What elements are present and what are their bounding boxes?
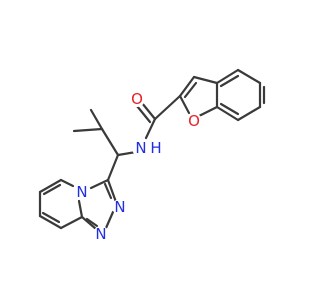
bond [80,215,98,231]
bond [38,214,63,230]
bond [89,178,110,190]
triazole-nitrogen-a-label: N [95,225,106,243]
bond [219,74,240,88]
bond [77,199,84,219]
bond [104,210,115,230]
bond [85,217,99,228]
triazole-nitrogen-a-atom: N [93,225,109,243]
pyridine-nitrogen-label: N [76,183,87,201]
bond [192,75,219,85]
bond [103,182,113,200]
furan-oxygen-atom: O [186,112,202,130]
amide-nitrogen-atom: N H [132,139,162,157]
bond [42,183,62,196]
carbonyl-oxygen-label: O [131,90,143,108]
bond [41,211,61,224]
bond [106,178,118,204]
bond [236,68,262,85]
bond [178,94,191,115]
amide-nitrogen-label: N [135,139,146,157]
bond [197,105,219,118]
bond [215,68,240,85]
triazole-nitrogen-b-atom: N [112,198,128,216]
bond [236,105,262,122]
bond [140,101,157,121]
bond [38,178,63,194]
amide-hydrogen-label: H [150,139,161,157]
bond [100,127,120,157]
bond [183,81,198,99]
bond [135,104,152,124]
triazole-nitrogen-b-label: N [114,198,125,216]
pyridine-nitrogen-atom: N [74,183,90,201]
bond [153,94,182,121]
carbonyl-oxygen-atom: O [129,90,145,108]
atom-labels: O O N H N N N [74,90,202,243]
bond [178,75,196,98]
bond [89,108,104,131]
bond [59,215,84,230]
bonds [38,68,266,231]
furan-oxygen-label: O [188,112,200,130]
bond [72,127,104,133]
bond [116,150,138,157]
bond [106,153,120,182]
bond [219,102,240,116]
molecule-structure: O O N H N N N [38,68,266,243]
bond [144,117,157,140]
bond [59,178,75,188]
bond [215,105,240,122]
